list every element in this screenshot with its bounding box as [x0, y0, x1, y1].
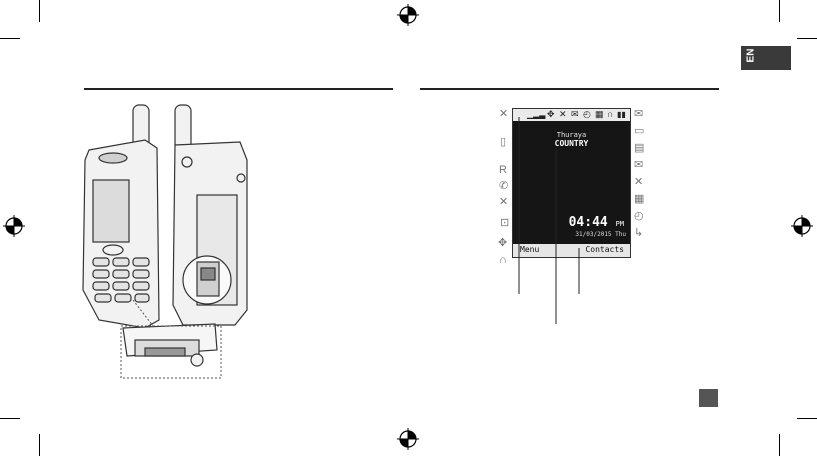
- country-name: COUNTRY: [554, 139, 589, 148]
- alarm-off-status-icon: ✕: [559, 109, 567, 119]
- gps-icon: ✥: [547, 109, 555, 119]
- alarm-icon: ◴: [634, 210, 644, 222]
- date: 31/03/2015 Thu: [575, 231, 626, 238]
- registration-mark-bottom: [397, 428, 419, 450]
- crop-mark: [39, 434, 40, 456]
- alarm-status-icon: ◴: [583, 109, 591, 119]
- section-rule-left: [84, 88, 393, 90]
- calendar-status-icon: ▦: [595, 109, 604, 119]
- callout-lines: [518, 117, 580, 324]
- phone-illustration: [82, 104, 248, 379]
- message-icon: ✉: [634, 108, 644, 120]
- language-label: EN: [745, 48, 757, 63]
- crop-mark: [779, 434, 780, 456]
- crop-mark: [797, 418, 817, 419]
- crop-mark: [0, 418, 20, 419]
- battery-icon: ▮▮: [617, 110, 626, 119]
- clock-ampm: PM: [615, 220, 624, 228]
- operator-name: Thuraya: [556, 131, 587, 139]
- registration-mark-top: [397, 4, 419, 26]
- voicemail-icon: ▭: [634, 125, 645, 137]
- alarm-off-icon: ✕: [634, 176, 644, 188]
- calendar-icon: ▦: [634, 193, 645, 205]
- speaker-off-icon: ✕: [499, 196, 509, 208]
- page-number-box: [699, 389, 718, 407]
- call-forward-icon: ↳: [634, 227, 644, 239]
- signal-icon: ▁▂▃: [527, 110, 546, 119]
- phone-screen: ▁▂▃ ✥ ✕ ✉ ◴ ▦ ∩ ▮▮ Thuraya COUNTRY 04:44…: [512, 108, 631, 258]
- email-status-icon: ✉: [571, 109, 579, 119]
- fax-icon: ▤: [634, 142, 645, 154]
- registration-mark-left: [3, 215, 25, 237]
- headset-status-icon: ∩: [607, 109, 614, 119]
- language-tab: EN: [741, 46, 791, 70]
- softkey-menu[interactable]: Menu: [520, 245, 540, 254]
- headset-icon: ∩: [499, 254, 507, 266]
- softkey-contacts[interactable]: Contacts: [585, 245, 624, 254]
- navigation-icon: ✥: [498, 237, 508, 249]
- softkey-bar: Menu Contacts: [513, 244, 630, 257]
- mute-icon: ✕: [499, 108, 509, 120]
- clock-time: 04:44: [568, 215, 608, 230]
- roaming-icon: R: [499, 164, 507, 176]
- registration-mark-right: [791, 215, 813, 237]
- lock-icon: ⊡: [500, 217, 510, 229]
- keypad-lock-icon: ▯: [500, 136, 507, 148]
- status-bar: ▁▂▃ ✥ ✕ ✉ ◴ ▦ ∩ ▮▮: [513, 109, 630, 121]
- call-icon: ✆: [499, 180, 509, 192]
- email-icon: ✉: [634, 159, 644, 171]
- crop-mark: [779, 0, 780, 22]
- section-rule-right: [420, 88, 719, 90]
- crop-mark: [39, 0, 40, 22]
- crop-mark: [797, 38, 817, 39]
- crop-mark: [0, 38, 20, 39]
- clock: 04:44 PM: [569, 215, 624, 230]
